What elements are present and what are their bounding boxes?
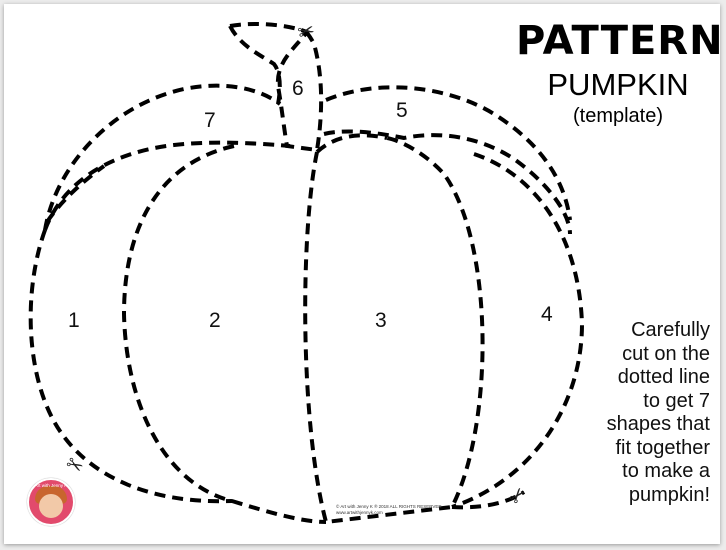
piece-number-2: 2 (209, 309, 221, 332)
page-title: PATTERN (516, 18, 724, 64)
piece-5-outline (323, 85, 572, 235)
piece-7-outline (43, 83, 291, 231)
avatar-face (39, 494, 63, 518)
piece-number-5: 5 (396, 99, 408, 122)
piece-number-6: 6 (292, 77, 304, 100)
worksheet-page: PATTERN PUMPKIN (template) 1 2 3 4 5 6 7… (4, 4, 724, 544)
piece-2-outline (121, 144, 327, 524)
avatar-label: Art with Jenny K (34, 483, 68, 488)
piece-4-outline (451, 152, 585, 510)
author-avatar: Art with Jenny K (27, 478, 75, 526)
copyright-note: © Art with Jenny K ® 2018 ALL RIGHTS RES… (336, 504, 442, 515)
page-subtitle: PUMPKIN (547, 67, 689, 102)
piece-number-3: 3 (375, 309, 387, 332)
piece-6-outline (228, 22, 324, 153)
piece-3-outline (303, 133, 485, 525)
piece-number-4: 4 (541, 303, 553, 326)
pumpkin-pattern (28, 22, 585, 525)
piece-number-1: 1 (68, 309, 80, 332)
cutting-instructions: Carefully cut on the dotted line to get … (606, 319, 710, 506)
piece-1-outline (28, 164, 233, 504)
page-subtitle-note: (template) (572, 105, 664, 127)
piece-number-7: 7 (204, 109, 216, 132)
